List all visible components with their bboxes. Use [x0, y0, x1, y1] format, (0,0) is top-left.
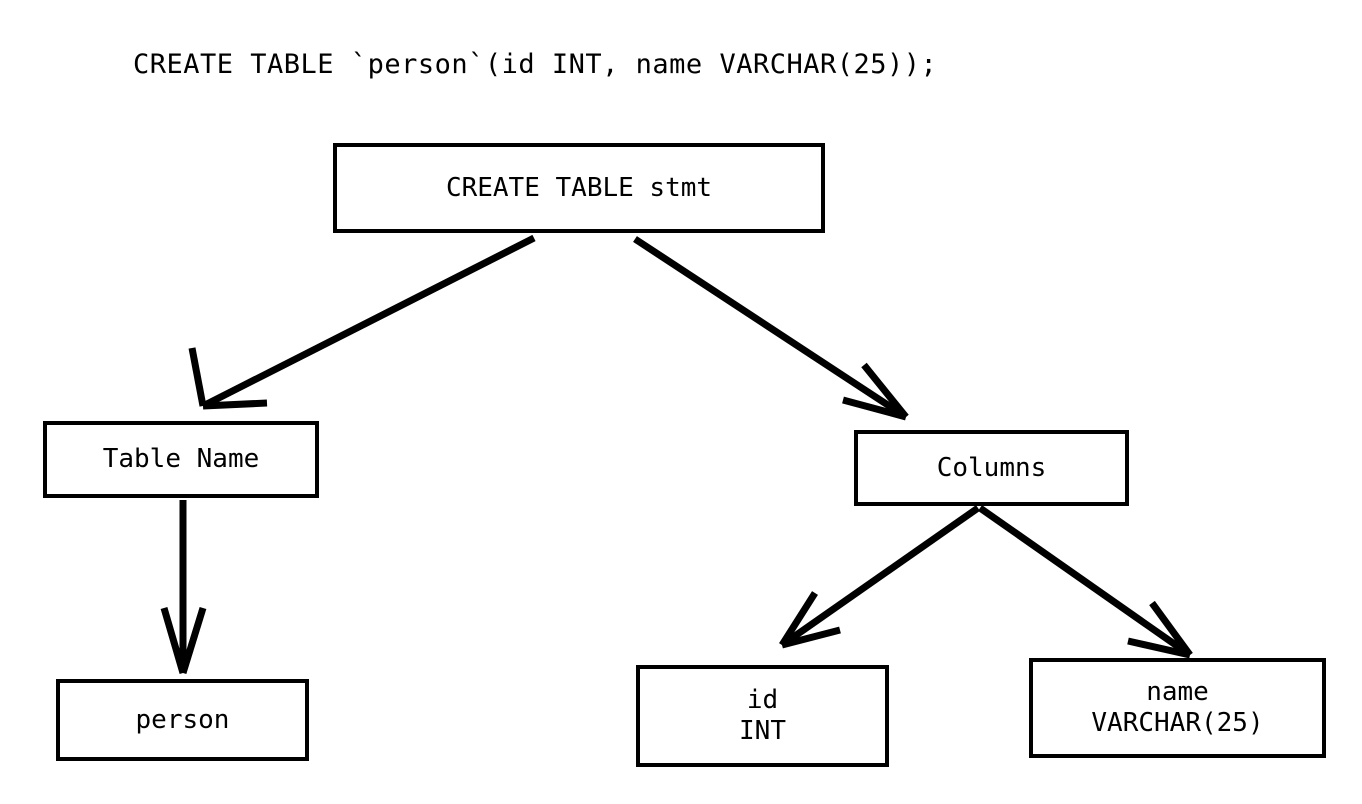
- node-columns[interactable]: Columns: [854, 430, 1129, 506]
- node-table-name[interactable]: Table Name: [43, 421, 319, 498]
- node-column-name[interactable]: name VARCHAR(25): [1029, 658, 1326, 758]
- node-sublabel: VARCHAR(25): [1091, 708, 1264, 738]
- edge-columns-to-id: [779, 505, 981, 649]
- edge-root-to-columns: [633, 236, 909, 421]
- node-sublabel: INT: [739, 716, 786, 746]
- node-label: name: [1146, 677, 1209, 708]
- node-label: id: [746, 685, 779, 716]
- sql-statement-caption: CREATE TABLE `person`(id INT, name VARCH…: [133, 49, 938, 80]
- node-label: CREATE TABLE stmt: [445, 172, 713, 203]
- node-label: person: [135, 704, 230, 735]
- edge-columns-to-name: [977, 505, 1193, 659]
- node-column-id[interactable]: id INT: [636, 665, 889, 767]
- node-label: Table Name: [102, 444, 260, 475]
- node-create-table-stmt[interactable]: CREATE TABLE stmt: [333, 143, 825, 233]
- edge-table-name-to-person: [160, 500, 207, 675]
- node-person[interactable]: person: [56, 679, 309, 761]
- edge-root-to-table-name: [188, 234, 536, 410]
- node-label: Columns: [936, 452, 1047, 483]
